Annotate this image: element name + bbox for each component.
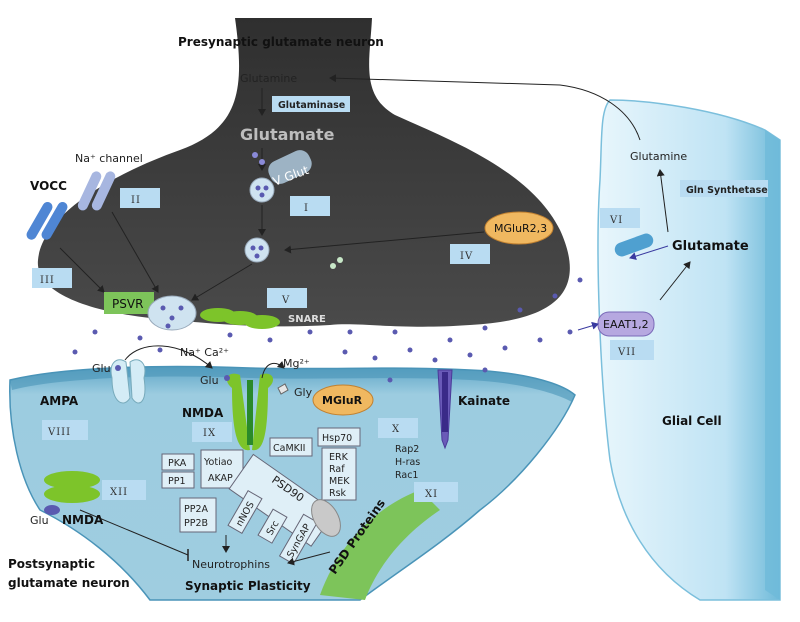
pp2a-label: PP2A — [184, 504, 209, 515]
pka-box — [161, 453, 195, 471]
glial-cell — [597, 99, 781, 601]
vocc-label: VOCC — [30, 179, 67, 193]
vesicle-2 — [244, 237, 270, 263]
mglur23-receptor — [484, 211, 554, 245]
psvr-label: PSVR — [112, 297, 143, 311]
akap-label: AKAP — [208, 473, 233, 484]
svg-text:V: V — [281, 295, 290, 306]
glutaminase-box — [272, 96, 350, 112]
svg-text:III: III — [40, 275, 55, 286]
camkii-label: CaMKII — [273, 443, 306, 454]
mglur-label: MGluR — [322, 394, 363, 407]
svg-text:I: I — [304, 203, 309, 214]
vesicle-1 — [249, 177, 275, 203]
svg-text:IX: IX — [203, 428, 216, 439]
ampa-label: AMPA — [40, 394, 79, 408]
svg-text:VI: VI — [609, 215, 623, 226]
psd-proteins-band — [320, 490, 440, 600]
postsynaptic-title-line1: Postsynaptic — [8, 557, 95, 571]
psvr-box — [104, 292, 154, 314]
roman-label-8: VIII — [42, 420, 88, 440]
pp1-box — [161, 471, 195, 489]
glu-label-nmda: Glu — [200, 374, 219, 387]
gln-synthetase-box — [680, 180, 768, 197]
vocc-channel — [26, 202, 68, 240]
hras-label: H-ras — [395, 457, 420, 468]
pp2b-label: PP2B — [184, 518, 208, 529]
roman-label-5: V — [267, 288, 307, 308]
roman-label-10: X — [378, 418, 418, 438]
mglur23-label: MGluR2,3 — [494, 222, 547, 235]
roman-label-1: I — [290, 196, 330, 216]
svg-text:XII: XII — [110, 487, 128, 498]
erk-label: ERK — [329, 452, 349, 463]
glia-glutamate-label: Glutamate — [672, 239, 749, 254]
roman-label-6: VI — [600, 208, 640, 228]
pka-label: PKA — [168, 458, 187, 469]
src-box: Src — [257, 508, 288, 544]
nmda-label: NMDA — [182, 406, 224, 420]
glia-glutamine-label: Glutamine — [630, 150, 687, 163]
roman-label-4: IV — [450, 244, 490, 264]
roman-label-9: IX — [192, 422, 232, 442]
snare-complex — [200, 308, 280, 329]
synaptic-plasticity-label: Synaptic Plasticity — [185, 579, 311, 593]
kainate-receptor — [437, 369, 453, 450]
svg-text:IV: IV — [460, 251, 473, 262]
presynaptic-title: Presynaptic glutamate neuron — [178, 35, 384, 49]
svg-text:VIII: VIII — [47, 427, 71, 438]
gln-synthetase-label: Gln Synthetase — [686, 185, 768, 196]
svg-text:XI: XI — [425, 489, 438, 500]
rac1-label: Rac1 — [395, 470, 418, 481]
kainate-label: Kainate — [458, 394, 510, 408]
mglur-receptor — [312, 384, 374, 416]
pre-glutamine-label: Glutamine — [240, 72, 297, 85]
svg-text:X: X — [392, 424, 400, 435]
na-channel — [77, 171, 116, 211]
raf-label: Raf — [329, 464, 345, 475]
glia-transporter — [614, 233, 654, 257]
rap2-label: Rap2 — [395, 444, 419, 455]
roman-label-11: XI — [414, 482, 458, 502]
gly-label: Gly — [294, 386, 313, 399]
glutamate-molecules — [72, 277, 583, 383]
mg-label: Mg²⁺ — [283, 357, 310, 370]
glutaminase-label: Glutaminase — [278, 100, 345, 111]
neurotrophins-label: Neurotrophins — [192, 558, 270, 571]
snare-label: SNARE — [288, 314, 326, 325]
docked-vesicle — [147, 295, 197, 331]
nmda-receptor-2 — [44, 471, 100, 515]
glu-label-nmda2: Glu — [30, 514, 49, 527]
pp1-label: PP1 — [168, 476, 186, 487]
mek-label: MEK — [329, 476, 350, 487]
hsp70-label: Hsp70 — [322, 433, 352, 444]
glutamine-shuttle-arrow — [329, 74, 641, 141]
roman-label-7: VII — [610, 340, 654, 360]
pp2-box — [179, 497, 217, 533]
nmda2-label: NMDA — [62, 513, 104, 527]
svg-text:VII: VII — [617, 347, 636, 358]
glial-cell-title: Glial Cell — [662, 414, 722, 428]
roman-label-12: XII — [102, 480, 146, 500]
glu-label-ampa: Glu — [92, 362, 111, 375]
na-ca-ions: Na⁺ Ca²⁺ — [180, 346, 229, 359]
hsp70-box — [317, 427, 361, 447]
ampa-receptor — [110, 359, 146, 404]
na-channel-label: Na⁺ channel — [75, 152, 143, 165]
yotiao-label: Yotiao — [203, 457, 233, 468]
nmda-receptor — [226, 373, 274, 451]
rsk-label: Rsk — [329, 488, 347, 499]
roman-label-3: III — [32, 268, 72, 288]
roman-label-2: II — [120, 188, 160, 208]
camkii-box — [269, 437, 313, 457]
postsynaptic-title-line2: glutamate neuron — [8, 576, 130, 590]
erk-box — [321, 447, 357, 501]
svg-text:II: II — [131, 195, 141, 206]
eaat-label: EAAT1,2 — [603, 318, 649, 331]
pre-glutamate-label: Glutamate — [240, 125, 335, 144]
psd-cylinder — [311, 499, 341, 537]
